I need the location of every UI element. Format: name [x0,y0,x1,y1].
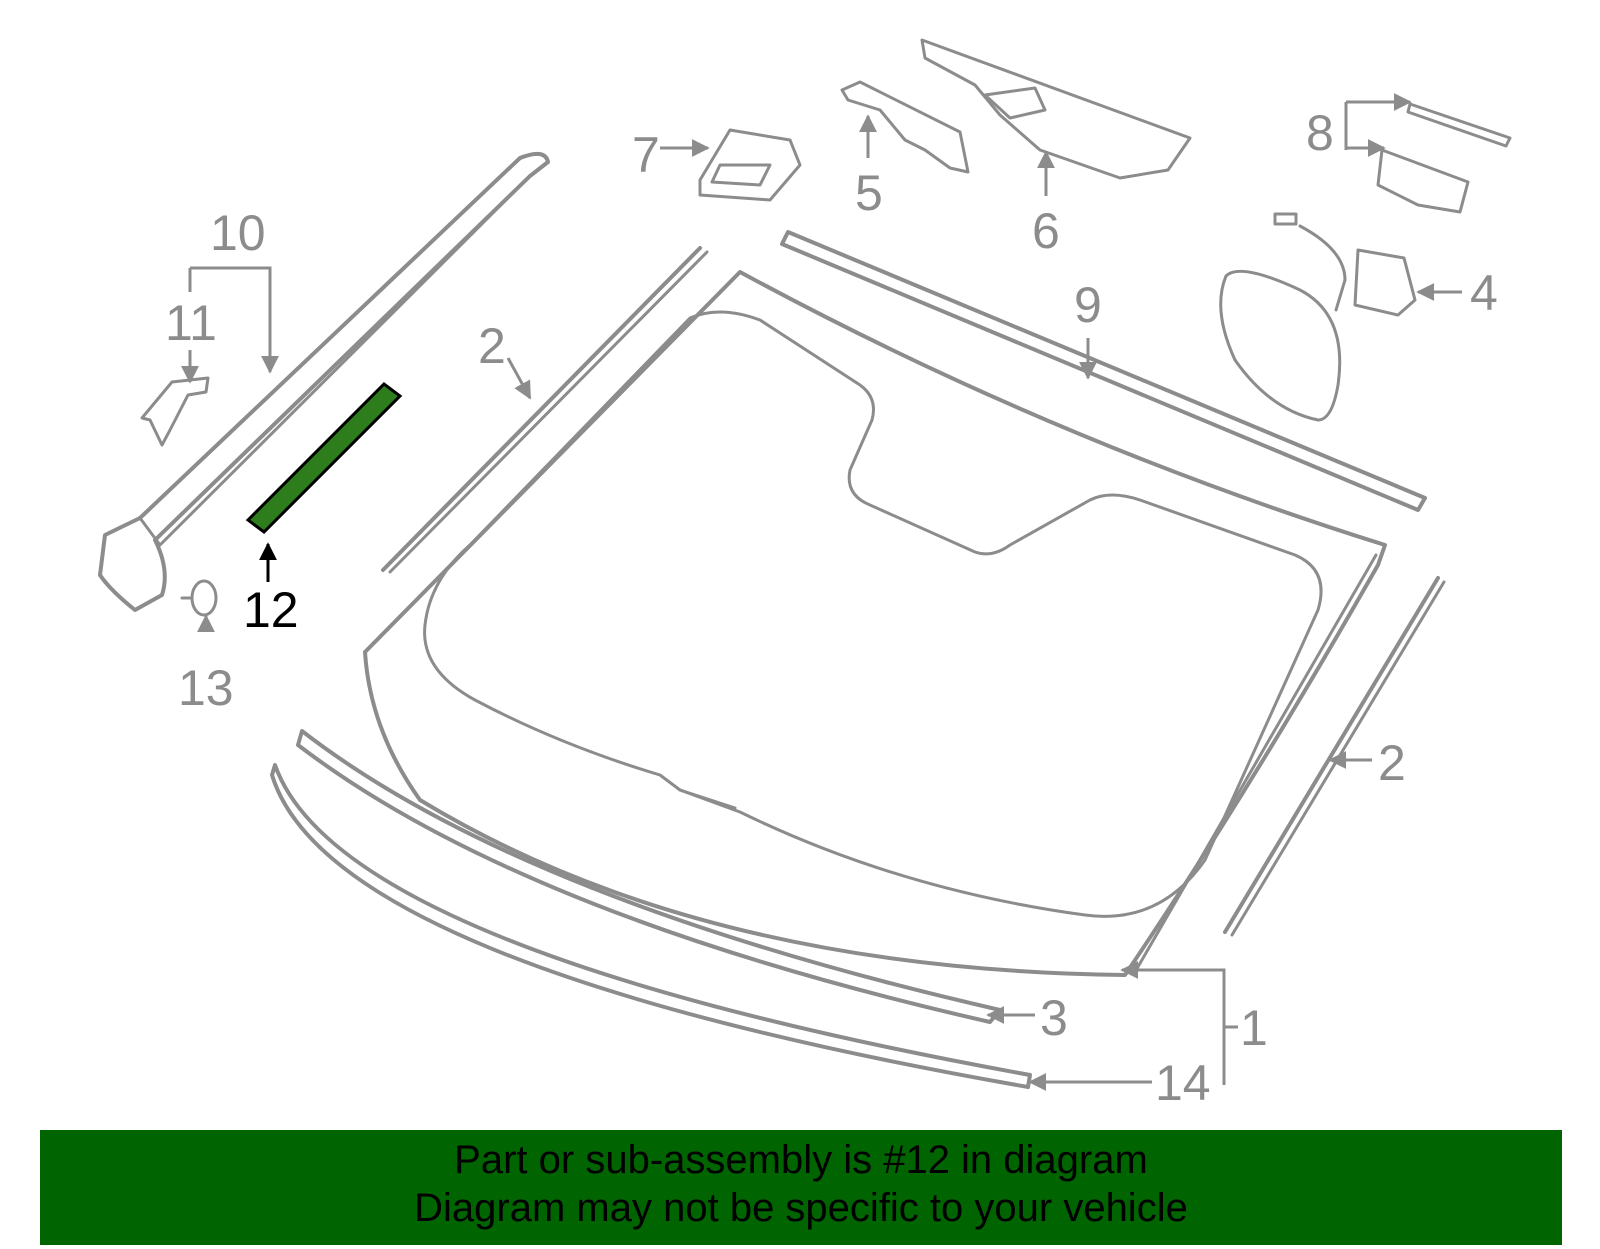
sensor [698,128,802,202]
callout-14: 14 [1155,1055,1211,1111]
rearview-mirror [1219,212,1417,422]
callout-9: 9 [1074,277,1102,333]
callout-12: 12 [243,582,299,638]
callout-4: 4 [1470,265,1498,321]
info-banner: Part or sub-assembly is #12 in diagram D… [40,1130,1562,1245]
top-molding [780,230,1427,512]
callout-3: 3 [1040,990,1068,1046]
cover [920,38,1192,180]
banner-line-1: Part or sub-assembly is #12 in diagram [454,1138,1148,1182]
callout-13: 13 [178,660,234,716]
side-molding-left [381,246,709,574]
callout-1: 1 [1240,1000,1268,1056]
callout-5: 5 [855,165,883,221]
callout-10: 10 [210,205,266,261]
pillar-trim [98,151,550,612]
bracket [840,80,970,174]
callout-8: 8 [1306,105,1334,161]
windshield-glass [363,270,1387,977]
clip [140,376,210,447]
banner-line-2: Diagram may not be specific to your vehi… [414,1186,1188,1230]
callout-11: 11 [165,295,217,351]
lower-seal [270,763,1032,1089]
highlighted-part-12 [245,382,403,534]
grommet [180,579,218,617]
callout-2-left: 2 [478,318,506,374]
leader-lines [181,93,1462,1091]
covers [1376,102,1512,214]
callout-6: 6 [1032,203,1060,259]
callout-2-right: 2 [1378,735,1406,791]
callout-7: 7 [632,127,660,183]
